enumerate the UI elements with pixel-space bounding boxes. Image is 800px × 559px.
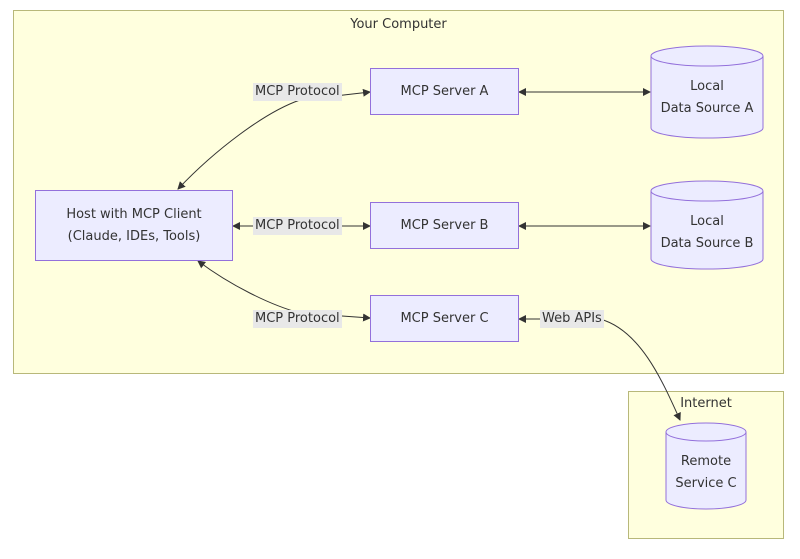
edge-server-c-to-remote-c [518, 315, 681, 421]
edge-label-web-apis: Web APIs [540, 310, 604, 328]
edge-host-to-server-a [177, 88, 371, 190]
data-b-line-2: Data Source B [660, 236, 754, 251]
cluster-title-your-computer: Your Computer [350, 17, 447, 32]
cluster-title-internet: Internet [680, 396, 732, 411]
node-host-mcp-client: Host with MCP Client (Claude, IDEs, Tool… [35, 190, 233, 261]
data-a-line-2: Data Source A [660, 101, 754, 116]
server-c-label: MCP Server C [400, 310, 489, 326]
remote-c-line-2: Service C [675, 476, 737, 491]
cylinder-data-source-a [650, 45, 764, 139]
data-source-b-label: Local Data Source B [651, 211, 763, 255]
edge-label-mcp-protocol-a: MCP Protocol [253, 83, 342, 101]
cylinder-data-source-b [650, 180, 764, 270]
data-a-line-1: Local [690, 79, 724, 94]
server-b-label: MCP Server B [400, 217, 489, 233]
node-mcp-server-a: MCP Server A [370, 68, 519, 115]
remote-service-c-label: Remote Service C [666, 451, 746, 495]
host-line-1: Host with MCP Client [66, 206, 202, 222]
data-source-a-label: Local Data Source A [651, 76, 763, 120]
server-a-label: MCP Server A [400, 83, 489, 99]
cylinder-remote-service-c [665, 422, 747, 510]
node-mcp-server-c: MCP Server C [370, 295, 519, 342]
remote-c-line-1: Remote [680, 454, 732, 469]
data-b-line-1: Local [690, 214, 724, 229]
host-line-2: (Claude, IDEs, Tools) [67, 228, 201, 244]
node-mcp-server-b: MCP Server B [370, 202, 519, 249]
edge-label-mcp-protocol-b: MCP Protocol [253, 217, 342, 235]
edge-label-mcp-protocol-c: MCP Protocol [253, 310, 342, 328]
